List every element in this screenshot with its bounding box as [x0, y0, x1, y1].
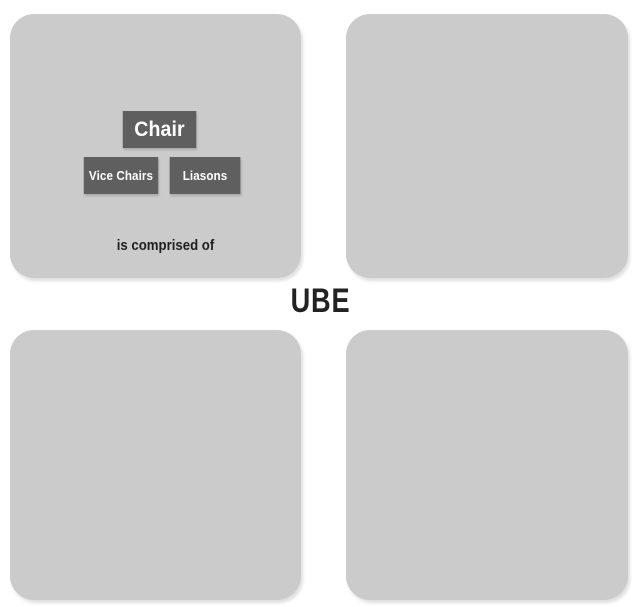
panel-receives-funding-for: Information Technology Marketing Grant P…: [346, 14, 628, 278]
node-liasons[interactable]: Liasons: [169, 157, 241, 194]
panel-selection-committee: Selection Committee is comprised of 5 me…: [346, 330, 628, 600]
node-vice-chairs[interactable]: Vice Chairs: [83, 157, 159, 194]
hub-label-ube: UBE: [290, 282, 351, 320]
panel-conducts-elections-for: conducts elections for Student Council U…: [10, 330, 301, 600]
panel-is-comprised-of: Chair Vice Chairs Liasons is comprised o…: [10, 14, 301, 278]
caption-is-comprised-of: is comprised of: [116, 237, 215, 254]
node-chair[interactable]: Chair: [122, 111, 197, 148]
